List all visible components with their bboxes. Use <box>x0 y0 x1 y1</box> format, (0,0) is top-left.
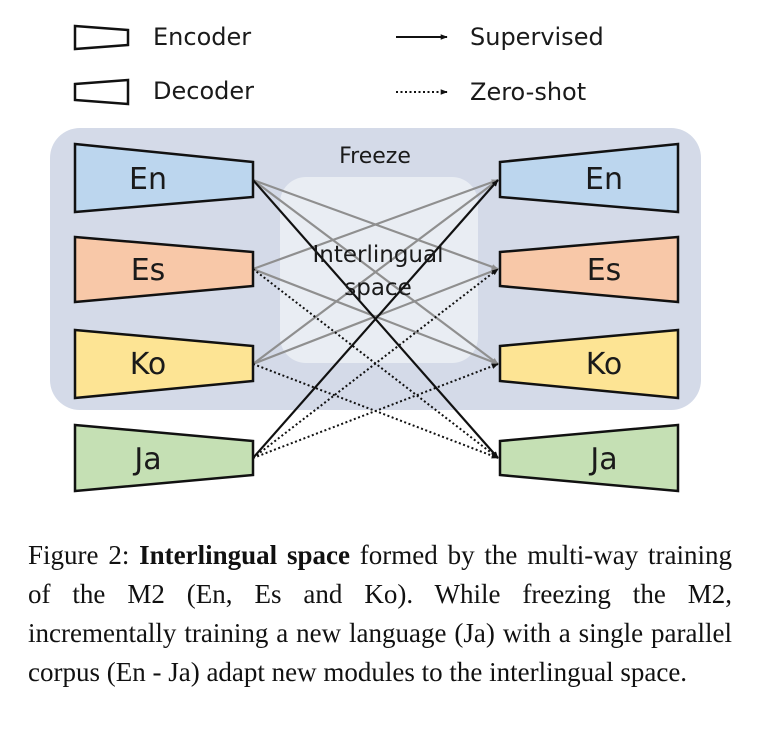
decoder-es-shape <box>498 235 680 304</box>
encoder-es-label: Es <box>131 253 166 288</box>
encoder-es: Es <box>73 235 255 304</box>
encoder-en-label: En <box>129 162 167 197</box>
legend-zero-shot-label: Zero-shot <box>470 78 586 106</box>
arrow-ja-ko <box>252 363 499 459</box>
encoder-ja-label: Ja <box>132 442 161 477</box>
zero-shot-arrows <box>252 268 499 459</box>
encoder-en: En <box>73 142 255 214</box>
encoder-ko: Ko <box>73 328 255 400</box>
figure-caption: Figure 2: Interlingual space formed by t… <box>28 536 732 692</box>
encoder-ko-label: Ko <box>130 347 167 382</box>
encoder-es-shape <box>73 235 255 304</box>
decoder-ja: Ja <box>498 423 680 493</box>
freeze-label: Freeze <box>339 144 411 169</box>
arrow-es-en <box>252 178 499 271</box>
arrow-ja-es <box>252 268 499 459</box>
decoder-ja-shape <box>498 423 680 493</box>
legend: Encoder Decoder Supervised Zero-shot <box>73 23 604 106</box>
legend-encoder-label: Encoder <box>153 23 251 51</box>
decoder-es: Es <box>498 235 680 304</box>
decoder-ja-label: Ja <box>588 442 617 477</box>
interlingual-label-line2: space <box>344 275 411 301</box>
arrow-ko-es <box>252 267 499 366</box>
decoder-en-shape <box>498 142 680 214</box>
legend-supervised-label: Supervised <box>470 23 604 51</box>
decoder-legend-icon <box>73 78 130 106</box>
legend-decoder-label: Decoder <box>153 77 254 105</box>
decoder-en: En <box>498 142 680 214</box>
frozen-arrows <box>252 178 499 366</box>
decoder-ko-label: Ko <box>586 347 623 382</box>
encoder-legend-icon <box>73 24 130 51</box>
arrow-ja-en <box>252 179 499 459</box>
encoder-en-shape <box>73 142 255 214</box>
encoder-ko-shape <box>73 328 255 400</box>
decoder-es-label: Es <box>587 253 622 288</box>
decoder-ko: Ko <box>498 328 680 400</box>
supervised-arrows <box>252 179 499 459</box>
arrow-ko-en <box>252 179 499 365</box>
decoder-en-label: En <box>585 162 623 197</box>
caption-body: formed by the multi-way training of the … <box>28 540 732 687</box>
diagram: Encoder Decoder Supervised Zero-shot Fre… <box>50 23 701 493</box>
caption-prefix: Figure 2: <box>28 540 140 570</box>
encoder-ja: Ja <box>73 423 255 493</box>
caption-bold-term: Interlingual space <box>139 540 350 570</box>
interlingual-label-line1: Interlingual <box>312 242 443 268</box>
encoder-ja-shape <box>73 423 255 493</box>
decoder-ko-shape <box>498 328 680 400</box>
